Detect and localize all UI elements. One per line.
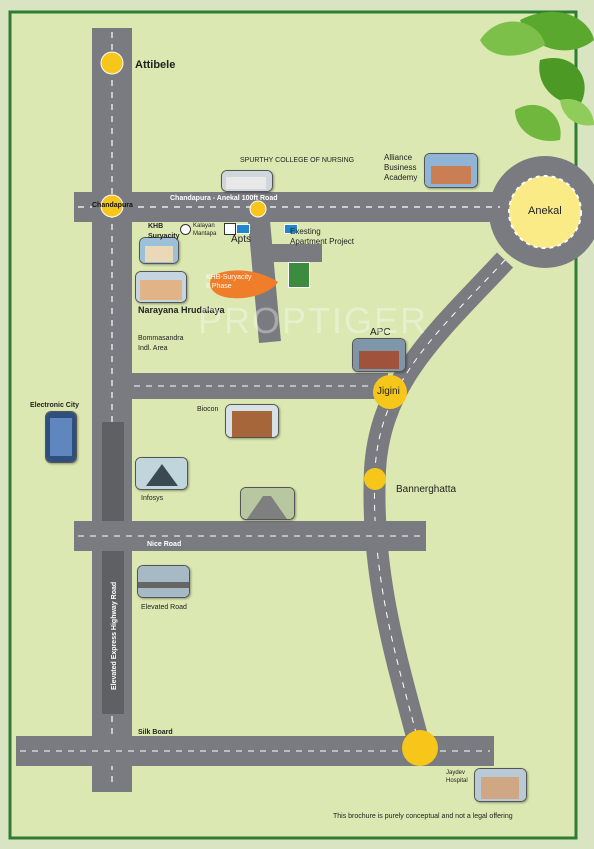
alliance-photo bbox=[424, 153, 478, 188]
label-apts: Apts bbox=[231, 234, 252, 245]
spurthy-photo bbox=[221, 170, 273, 192]
biocon-photo bbox=[225, 404, 279, 438]
label-alliance: Alliance Business Academy bbox=[384, 153, 418, 182]
label-jigini: Jigini bbox=[377, 386, 400, 397]
label-narayana: Narayana Hrudalaya bbox=[138, 305, 225, 315]
label-spurthy: SPURTHY COLLEGE OF NURSING bbox=[240, 157, 355, 164]
marker-bannerghatta bbox=[364, 468, 386, 490]
marker-jigini bbox=[373, 375, 407, 409]
label-chandapura: Chandapura bbox=[92, 202, 133, 209]
elevated-road-photo bbox=[137, 565, 190, 598]
label-jaydev: Jaydev Hospital bbox=[446, 770, 468, 784]
disclaimer: This brochure is purely conceptual and n… bbox=[333, 813, 513, 820]
label-chandapura-road: Chandapura - Anekal 100ft Road bbox=[170, 195, 278, 202]
apts-marker bbox=[236, 224, 250, 234]
label-nice-road: Nice Road bbox=[147, 541, 182, 548]
label-khb-suryacity: KHB Suryacity bbox=[148, 223, 180, 240]
electronic-city-photo bbox=[45, 411, 77, 463]
label-silk-board: Silk Board bbox=[138, 729, 173, 736]
label-elevated-highway: Elevated Express Highway Road bbox=[111, 581, 118, 690]
existing-apt-marker bbox=[284, 224, 298, 234]
watermark: PROPTIGER bbox=[198, 300, 429, 341]
label-bommasandra: Bommasandra Indl. Area bbox=[138, 335, 184, 352]
khb-logo-icon bbox=[180, 224, 191, 235]
leaf-icon bbox=[480, 11, 594, 141]
label-electronic-city: Electronic City bbox=[30, 402, 80, 409]
infosys-photo bbox=[135, 457, 188, 490]
marker-silk-board bbox=[402, 730, 438, 766]
jaydev-photo bbox=[474, 768, 527, 802]
narayana-photo bbox=[135, 271, 187, 303]
label-apc: APC bbox=[370, 327, 391, 338]
label-kalayan: Kalayan Mantapa bbox=[193, 223, 217, 237]
label-elevated-road: Elevated Road bbox=[141, 604, 187, 611]
marker-attibele bbox=[100, 51, 124, 75]
khb-phase-plot bbox=[210, 270, 278, 299]
apc-photo bbox=[352, 338, 406, 372]
kalayan-logo-icon bbox=[224, 223, 236, 235]
label-khb-phase: KHB-Suryacity II Phase bbox=[206, 274, 252, 290]
project-logo-icon bbox=[288, 262, 310, 288]
highway-photo bbox=[240, 487, 295, 520]
marker-chandapura bbox=[100, 194, 124, 218]
khb-photo bbox=[139, 237, 179, 264]
marker-road bbox=[249, 200, 267, 218]
label-existing-apt: Exesting Apartment Project bbox=[290, 227, 355, 246]
label-attibele: Attibele bbox=[135, 59, 176, 71]
label-anekal: Anekal bbox=[528, 205, 562, 217]
label-bannerghatta: Bannerghatta bbox=[396, 484, 457, 495]
label-infosys: Infosys bbox=[141, 495, 164, 502]
label-biocon: Biocon bbox=[197, 406, 219, 413]
